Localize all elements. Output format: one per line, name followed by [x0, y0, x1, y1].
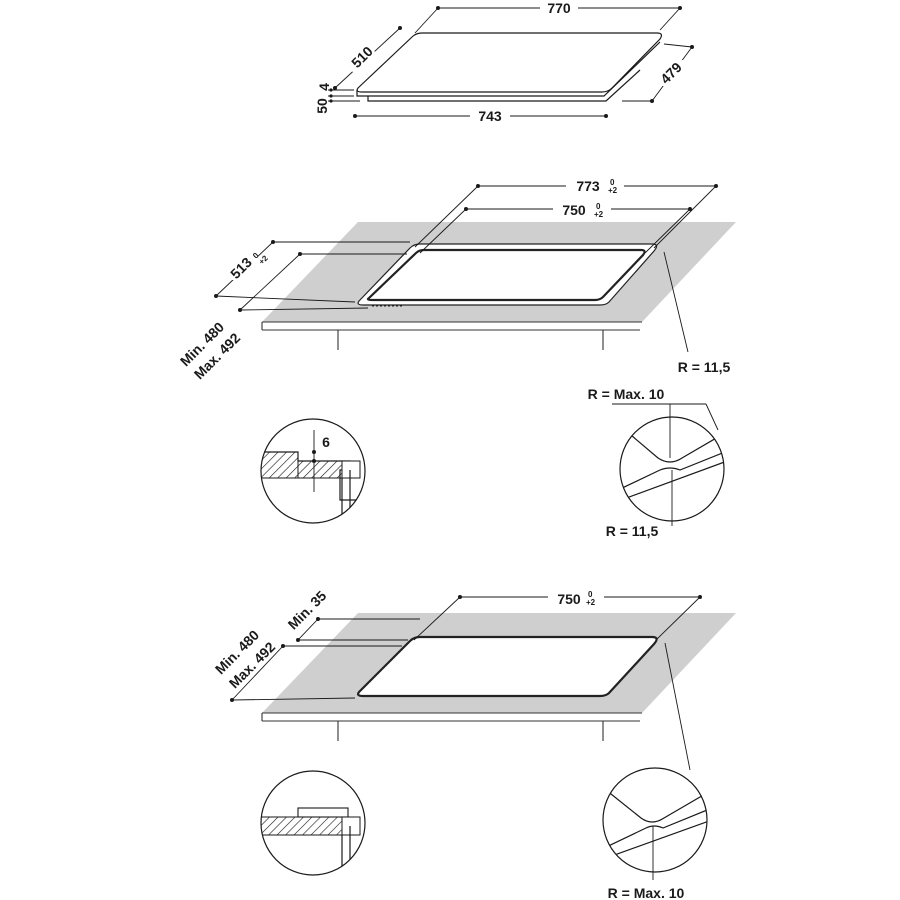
top-install-drawing: 750 0 +2 Min. 35 Min. 480 Max. 492: [212, 587, 736, 771]
detail-radius-max-label: R = Max. 10: [588, 386, 665, 402]
flush-outer-width-tol-top: 0: [610, 178, 615, 187]
flush-inner-width-label: 750: [562, 202, 586, 218]
hob-base-width-label: 743: [478, 108, 502, 124]
detail-corner-radius: R = Max. 10 R = 11,5: [588, 386, 725, 539]
top-detail-radius-label: R = Max. 10: [608, 885, 685, 900]
flush-install-drawing: 773 0 +2 750 0 +2 513 0 +2 Min. 480 Max.…: [177, 175, 736, 382]
hob-glass-edge: [356, 41, 661, 97]
detail-rebate-profile: 6: [260, 418, 366, 524]
hob-drawing: 770 510 479 743 4 50: [314, 0, 694, 124]
detail-surface-profile: [260, 770, 366, 876]
top-cutout-width-label: 750: [557, 591, 581, 607]
rebate-depth-label: 6: [322, 434, 330, 450]
hob-width-label: 770: [547, 0, 571, 16]
detail-radius-label: R = 11,5: [606, 523, 659, 539]
top-cutout-width-tol-bottom: +2: [586, 598, 596, 607]
hob-glass-top: [356, 32, 663, 93]
hob-glass-height-label: 4: [316, 83, 332, 91]
flush-corner-radius-label: R = 11,5: [678, 359, 731, 375]
flush-cutout: [366, 248, 646, 302]
flush-outer-width-tol-bottom: +2: [608, 186, 618, 195]
top-min-edge-label: Min. 35: [285, 587, 330, 632]
detail-top-corner: R = Max. 10: [602, 767, 708, 900]
hob-base: [367, 69, 641, 102]
flush-outer-depth-tol-top: 0: [251, 251, 261, 261]
hob-height-label: 50: [314, 98, 330, 114]
top-cutout-width-tol-top: 0: [588, 590, 593, 599]
flush-inner-width-tol-bottom: +2: [594, 210, 604, 219]
flush-inner-width-tol-top: 0: [596, 202, 601, 211]
flush-outer-width-label: 773: [576, 178, 600, 194]
